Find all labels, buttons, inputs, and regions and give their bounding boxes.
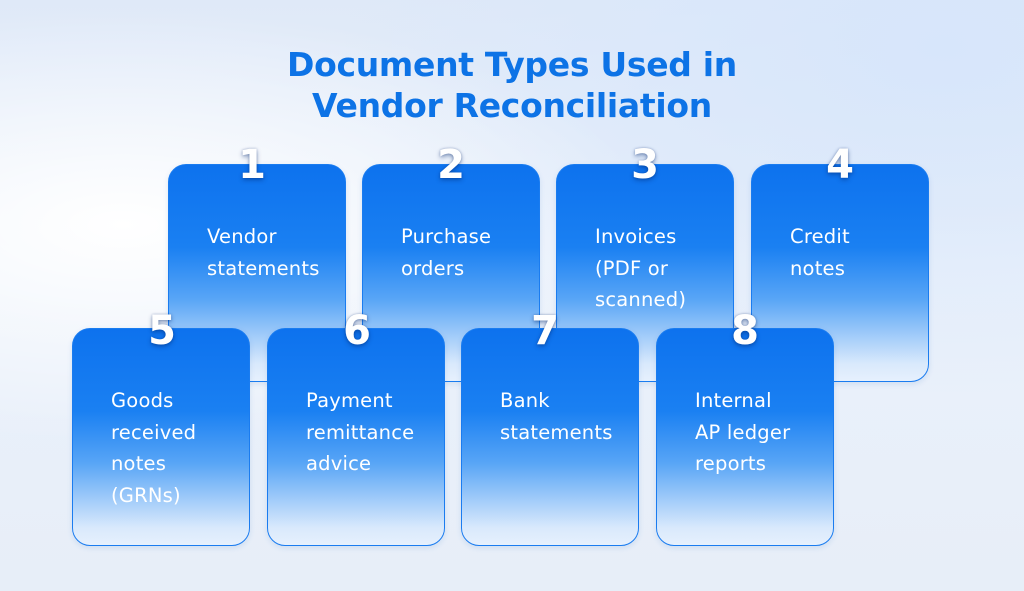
card-number-4: 4 <box>826 142 854 188</box>
title-line-2: Vendor Reconciliation <box>312 86 712 125</box>
title-line-1: Document Types Used in <box>286 45 738 84</box>
card-label: Goods received notes (GRNs) <box>111 389 197 507</box>
card-number-7: 7 <box>531 308 559 354</box>
page-title: Document Types Used in Vendor Reconcilia… <box>0 44 1024 126</box>
card-label: Payment remittance advice <box>306 389 415 475</box>
card-label: Vendor statements <box>207 225 320 280</box>
card-number-2: 2 <box>437 142 465 188</box>
card-number-1: 1 <box>238 142 266 188</box>
card-goods-received-notes: Goods received notes (GRNs) <box>72 328 250 546</box>
card-label: Purchase orders <box>401 225 492 280</box>
card-label: Credit notes <box>790 225 850 280</box>
card-label: Internal AP ledger reports <box>695 389 791 475</box>
card-label: Invoices (PDF or scanned) <box>595 225 687 311</box>
card-internal-ap-ledger-reports: Internal AP ledger reports <box>656 328 834 546</box>
card-number-5: 5 <box>148 308 176 354</box>
card-number-8: 8 <box>731 308 759 354</box>
card-payment-remittance-advice: Payment remittance advice <box>267 328 445 546</box>
card-bank-statements: Bank statements <box>461 328 639 546</box>
card-number-3: 3 <box>631 142 659 188</box>
card-number-6: 6 <box>343 308 371 354</box>
card-label: Bank statements <box>500 389 613 444</box>
